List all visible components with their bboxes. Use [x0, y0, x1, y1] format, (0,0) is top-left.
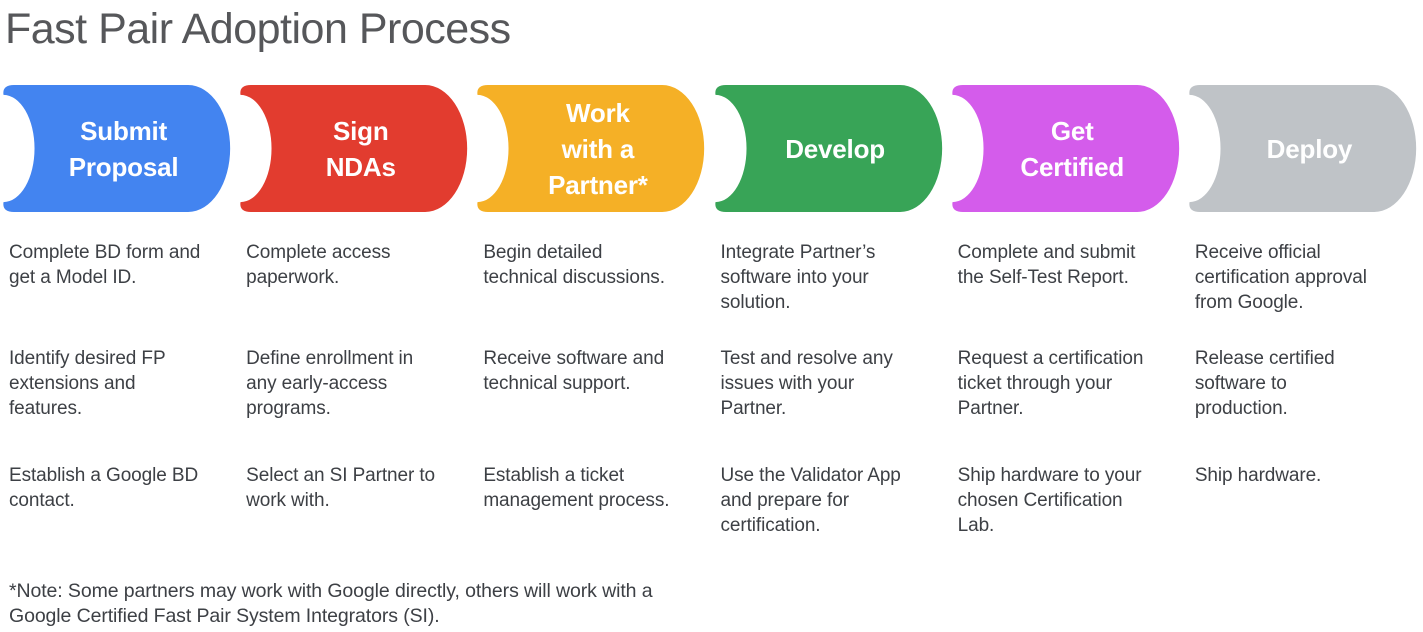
develop-note-3: Use the Validator App and prepare for ce…	[720, 465, 901, 536]
stage-label: Get Certified	[1020, 115, 1125, 182]
submit-proposal-note-2: Identify desired FP extensions and featu…	[9, 348, 166, 419]
stage-shape-arrow	[951, 85, 1179, 212]
submit-proposal-note-1: Complete BD form and get a Model ID.	[9, 242, 201, 288]
stage-shape-arrow	[477, 85, 705, 212]
stage-label: Work with a Partner*	[548, 97, 648, 200]
deploy-note-1: Receive official certification approval …	[1194, 242, 1367, 313]
stage-label: Sign NDAs	[325, 115, 396, 182]
work-with-partner-note-3: Establish a ticket management process.	[483, 465, 670, 511]
stage-shape-arrow	[714, 85, 942, 212]
page-title: Fast Pair Adoption Process	[5, 5, 511, 53]
process-stage-band: Submit Proposal Sign NDAs Work with a Pa…	[0, 85, 1423, 212]
sign-ndas-note-1: Complete access paperwork.	[246, 242, 391, 288]
deploy-note-2: Release certified software to production…	[1194, 348, 1335, 419]
work-with-partner-note-1: Begin detailed technical discussions.	[483, 242, 665, 288]
process-details-grid: Complete BD form and get a Model ID. Com…	[0, 240, 1423, 538]
deploy-note-3: Ship hardware.	[1194, 465, 1322, 486]
stage-shape-arrow	[1189, 85, 1416, 212]
sign-ndas-note-2: Define enrollment in any early-access pr…	[246, 348, 414, 419]
get-certified-note-2: Request a certification ticket through y…	[957, 348, 1144, 419]
stage-get-certified: Get Certified	[949, 85, 1186, 212]
stage-sign-ndas: Sign NDAs	[237, 85, 474, 212]
stage-submit-proposal: Submit Proposal	[0, 85, 237, 212]
footnote: *Note: Some partners may work with Googl…	[9, 580, 653, 627]
stage-work-with-partner: Work with a Partner*	[474, 85, 711, 212]
develop-note-2: Test and resolve any issues with your Pa…	[720, 348, 893, 419]
get-certified-note-1: Complete and submit the Self-Test Report…	[957, 242, 1136, 288]
sign-ndas-note-3: Select an SI Partner to work with.	[246, 465, 436, 511]
stage-deploy: Deploy	[1186, 85, 1423, 212]
develop-note-1: Integrate Partner’s software into your s…	[720, 242, 876, 313]
work-with-partner-note-2: Receive software and technical support.	[483, 348, 665, 394]
stage-shape-arrow	[240, 85, 468, 212]
get-certified-note-3: Ship hardware to your chosen Certificati…	[957, 465, 1142, 536]
stage-label: Develop	[785, 133, 885, 164]
stage-shape-arrow	[3, 85, 231, 212]
stage-develop: Develop	[712, 85, 949, 212]
stage-label: Deploy	[1266, 133, 1353, 164]
submit-proposal-note-3: Establish a Google BD contact.	[9, 465, 199, 511]
stage-label: Submit Proposal	[68, 115, 179, 182]
